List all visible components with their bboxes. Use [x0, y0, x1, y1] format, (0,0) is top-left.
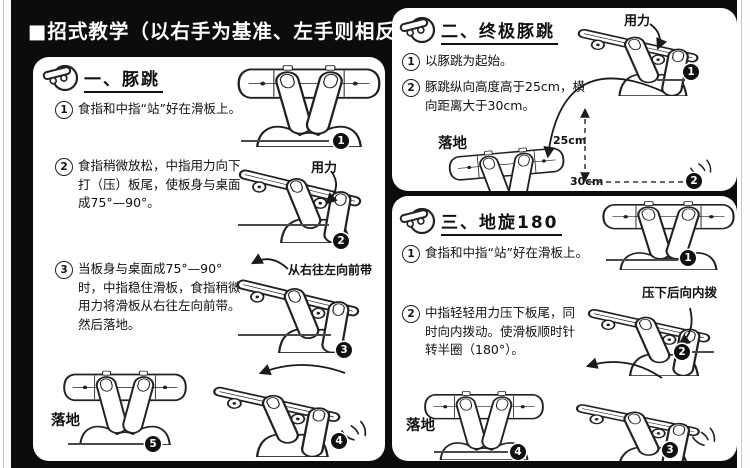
step-text: 食指和中指“站”好在滑板上。	[425, 245, 588, 260]
marker-3: 3	[336, 342, 352, 358]
trick2-header: 二、终极豚跳	[398, 15, 558, 45]
step-text: 豚跳纵向高度高于25cm，横向距离大于30cm。	[425, 79, 585, 113]
bounce-marks	[691, 427, 716, 447]
trick3-header: 三、地旋180	[398, 206, 562, 236]
marker-3: 3	[662, 442, 678, 458]
panel-trick-3: 三、地旋180 1 食指和中指“站”好在滑板上。 2 中指轻轻用力压下板尾，同时…	[392, 196, 737, 461]
tilted-board-illustration	[233, 168, 363, 243]
land-label: 落地	[438, 136, 467, 152]
step-number: 1	[402, 245, 420, 263]
marker-1: 1	[683, 64, 699, 80]
step-item: 1 食指和中指“站”好在滑板上。	[402, 244, 612, 263]
page-title: ■招式教学（以右手为基准、左手则相反）	[28, 20, 417, 43]
step-number: 1	[402, 53, 420, 71]
drag-direction-label: 从右往左向前带	[288, 263, 373, 277]
step-number: 2	[402, 79, 420, 97]
trick2-title: 二、终极豚跳	[441, 17, 558, 45]
step-text: 以豚跳为起始。	[425, 53, 513, 68]
distance-label: 30cm	[569, 175, 605, 188]
tilted-board-illustration	[582, 307, 712, 376]
panel-trick-2: 二、终极豚跳 1 以豚跳为起始。 2 豚跳纵向高度高于25cm，横向距离大于30…	[392, 8, 737, 191]
skateboard-icon	[398, 16, 436, 44]
height-label: 25cm	[552, 134, 588, 147]
step-number: 1	[55, 101, 73, 119]
step-text: 中指轻轻用力压下板尾，同时向内拨动。使滑板顺时针转半圈（180°）。	[425, 305, 576, 357]
step-item: 2 豚跳纵向高度高于25cm，横向距离大于30cm。	[402, 78, 592, 115]
marker-5: 5	[145, 436, 161, 452]
marker-2: 2	[674, 344, 690, 360]
board-top-view-illustration	[63, 370, 187, 445]
trick1-header: 一、豚跳	[41, 63, 163, 93]
board-top-view-illustration	[237, 64, 381, 147]
step-text: 食指和中指“站”好在滑板上。	[78, 101, 241, 116]
tilted-board-illustration	[570, 402, 702, 461]
trick1-title: 一、豚跳	[84, 65, 163, 93]
marker-4: 4	[510, 444, 526, 460]
step-number: 2	[402, 305, 420, 323]
step-item: 1 食指和中指“站”好在滑板上。	[55, 100, 265, 119]
land-label: 落地	[51, 413, 80, 429]
step-item: 2 中指轻轻用力压下板尾，同时向内拨动。使滑板顺时针转半圈（180°）。	[402, 304, 584, 360]
panel-trick-1: 一、豚跳 1 食指和中指“站”好在滑板上。 2 食指稍微放松，中指用力向下打（压…	[33, 57, 385, 461]
skateboard-icon	[41, 64, 79, 92]
step-text: 食指稍微放松，中指用力向下打（压）板尾，使板身与桌面成75°—90°。	[78, 158, 241, 210]
step-number: 2	[55, 158, 73, 176]
force-label: 用力	[311, 161, 338, 176]
board-top-view-illustration	[424, 390, 544, 460]
step-item: 1 以豚跳为起始。	[402, 52, 602, 71]
page-edge-right	[737, 0, 750, 468]
press-inward-label: 压下后向内拨	[642, 285, 718, 300]
step-item: 2 食指稍微放松，中指用力向下打（压）板尾，使板身与桌面成75°—90°。	[55, 157, 241, 213]
step-text: 当板身与桌面成75°—90°时，中指稳住滑板，食指稍微用力将滑板从右往左向前带。…	[78, 261, 241, 332]
marker-1: 1	[333, 133, 349, 149]
marker-2: 2	[333, 233, 349, 249]
marker-4: 4	[331, 433, 347, 449]
marker-1: 1	[680, 250, 696, 266]
board-top-view-illustration	[602, 200, 735, 270]
trick3-title: 三、地旋180	[441, 208, 562, 236]
skateboard-icon	[398, 207, 436, 235]
marker-2: 2	[686, 173, 702, 189]
step-number: 3	[55, 261, 73, 279]
force-label: 用力	[624, 14, 651, 29]
step-item: 3 当板身与桌面成75°—90°时，中指稳住滑板，食指稍微用力将滑板从右往左向前…	[55, 260, 241, 334]
land-label: 落地	[406, 418, 435, 434]
page-edge-left	[0, 0, 11, 468]
